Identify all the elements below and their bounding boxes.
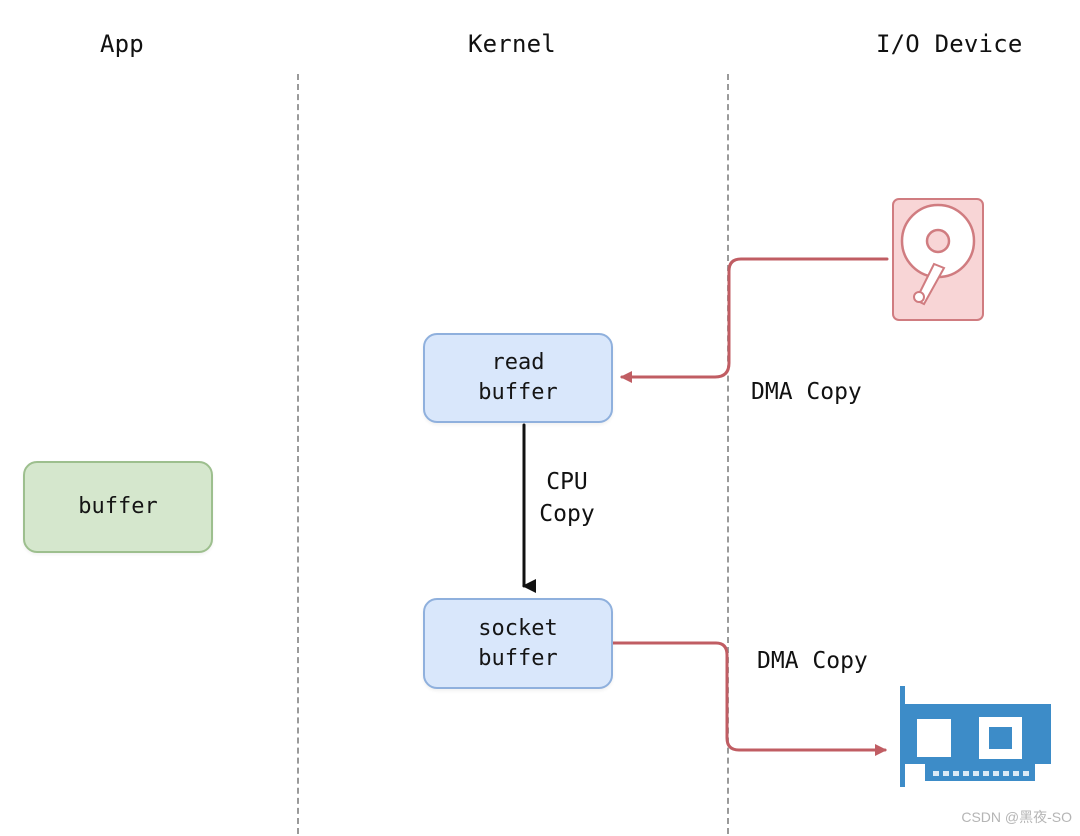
lane-title-app: App [100,30,144,58]
app-buffer-box: buffer [23,461,213,553]
lane-title-kernel: Kernel [468,30,556,58]
socket-buffer-label-line1: socket [478,615,558,641]
read-buffer-label-line2: buffer [478,380,558,405]
network-card-icon [900,686,1051,787]
socket-buffer-box: socket buffer [423,598,613,689]
cpu-copy-label: CPU Copy [532,466,602,530]
lane-title-io-device: I/O Device [876,30,1023,58]
cpu-copy-label-line1: CPU [546,469,588,495]
app-kernel-divider [297,74,299,834]
kernel-io-divider [727,74,729,834]
watermark: CSDN @黑夜-SO [961,809,1072,825]
app-buffer-label: buffer [78,494,158,519]
dma-send-arrow [611,641,887,756]
dma-read-arrow [620,257,889,383]
hard-drive-icon [892,198,984,321]
dma-copy-read-label: DMA Copy [751,379,862,405]
socket-buffer-label-line2: buffer [478,645,558,671]
read-buffer-label-line1: read [491,350,545,375]
cpu-copy-label-line2: Copy [539,501,595,527]
dma-copy-send-label: DMA Copy [757,648,868,674]
read-buffer-box: read buffer [423,333,613,423]
